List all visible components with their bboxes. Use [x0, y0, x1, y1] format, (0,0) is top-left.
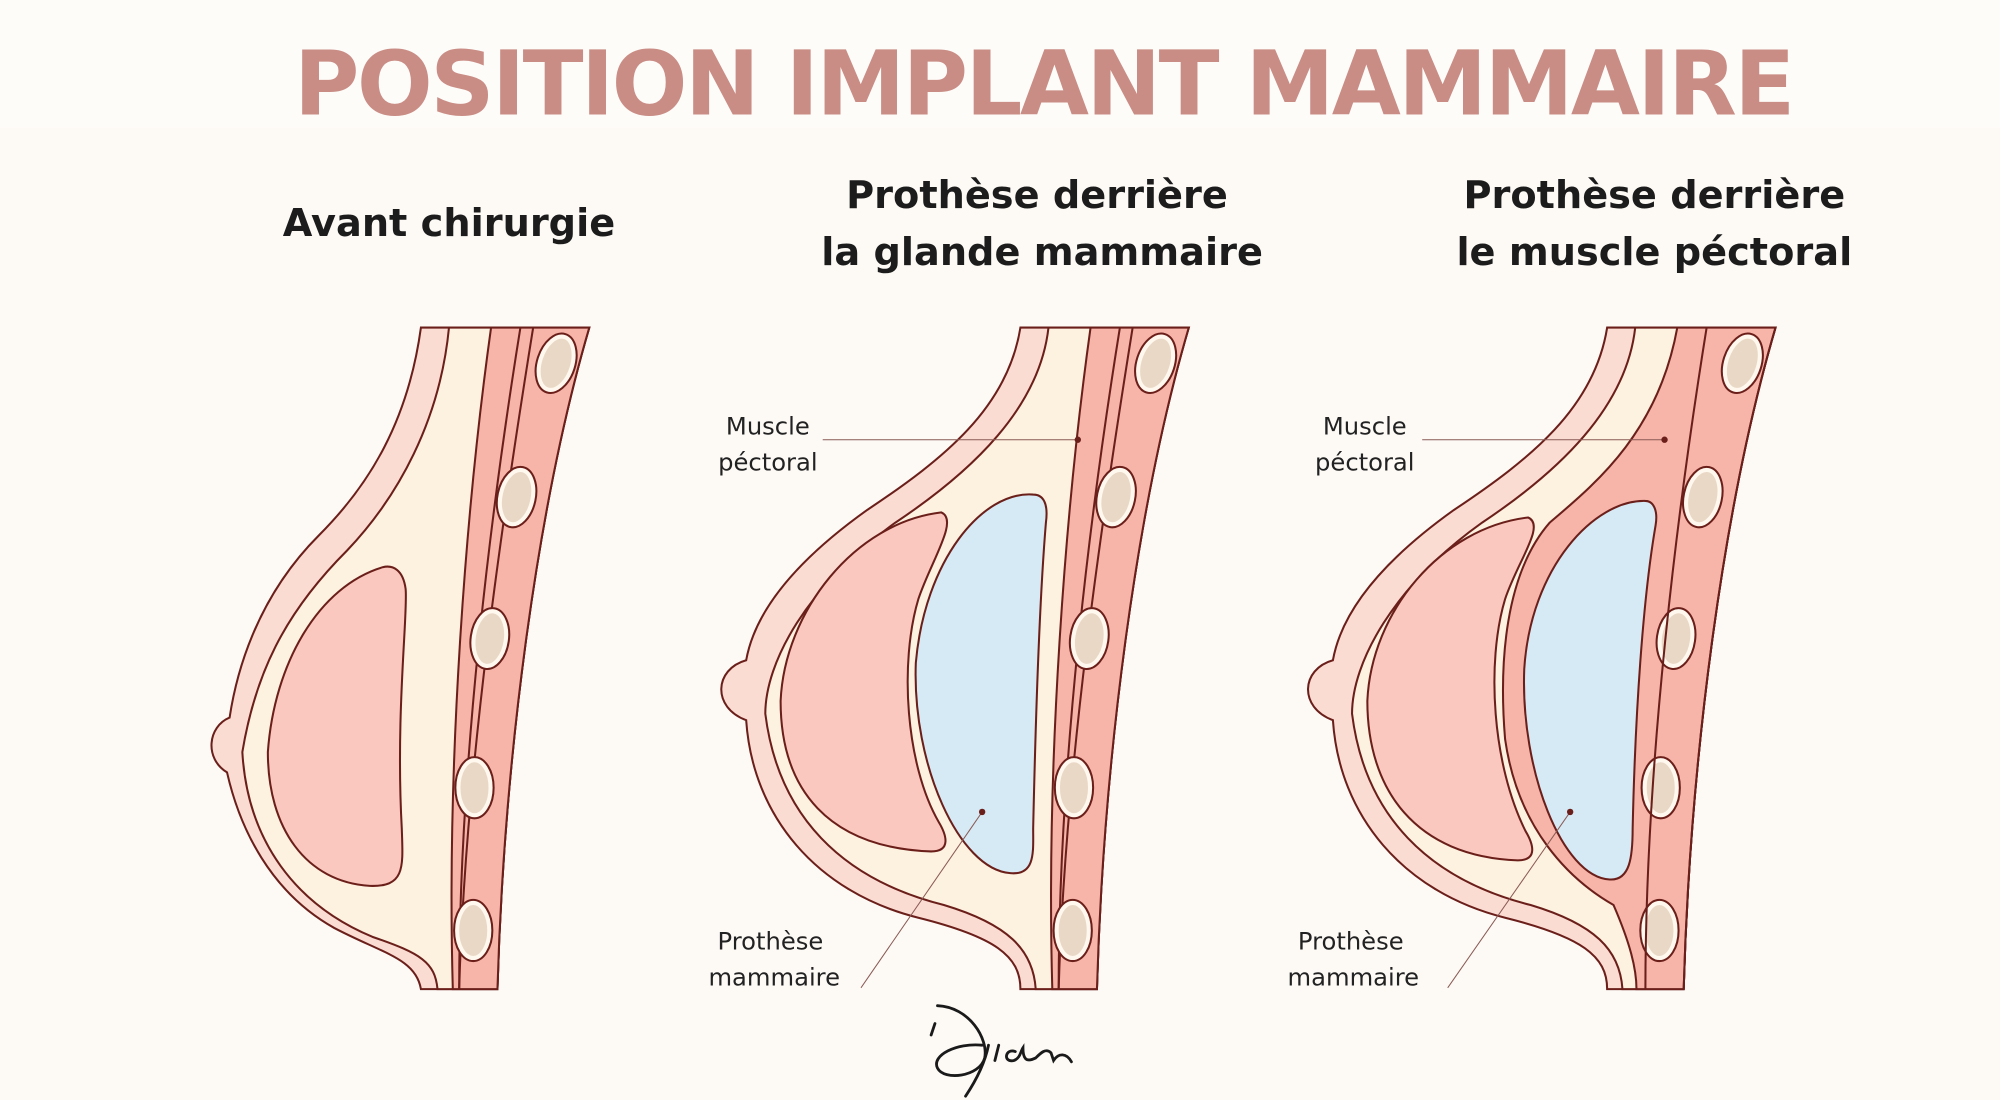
- implant-pointer-dot: [978, 808, 986, 816]
- signature-logo: [929, 1004, 1073, 1098]
- panel-heading: Avant chirurgie: [283, 201, 615, 246]
- label-muscle-2: péctoral: [1315, 448, 1414, 476]
- panel-heading-line1: Prothèse derrière: [1463, 173, 1845, 218]
- breast-implant: [1523, 499, 1658, 881]
- panel-heading-line1: Prothèse derrière: [846, 173, 1228, 218]
- label-muscle: Muscle: [726, 413, 810, 441]
- label-implant-2: mammaire: [708, 963, 840, 991]
- implant-pointer-dot: [1566, 808, 1574, 816]
- panel-implant-behind-gland: Prothèse derrière la glande mammaire Mus…: [708, 173, 1262, 992]
- breast-implant: [914, 493, 1048, 875]
- panel-implant-behind-muscle: Prothèse derrière le muscle péctoral Mus…: [1288, 173, 1853, 992]
- chest-wall: [1640, 328, 1777, 990]
- label-muscle: Muscle: [1323, 413, 1407, 441]
- label-muscle-2: péctoral: [718, 448, 817, 476]
- mammary-gland: [779, 511, 948, 853]
- mammary-gland: [266, 565, 407, 887]
- panel-heading-line2: le muscle péctoral: [1456, 230, 1852, 275]
- panel-heading-line2: la glande mammaire: [821, 230, 1263, 275]
- label-implant: Prothèse: [718, 928, 824, 956]
- label-implant: Prothèse: [1298, 928, 1404, 956]
- muscle-pointer-dot: [1074, 436, 1081, 443]
- page-title: POSITION IMPLANT MAMMAIRE: [294, 33, 1793, 137]
- muscle-pointer-dot: [1661, 436, 1668, 443]
- panel-before-surgery: Avant chirurgie: [210, 201, 615, 989]
- mammary-gland: [1366, 516, 1535, 862]
- label-implant-2: mammaire: [1288, 963, 1420, 991]
